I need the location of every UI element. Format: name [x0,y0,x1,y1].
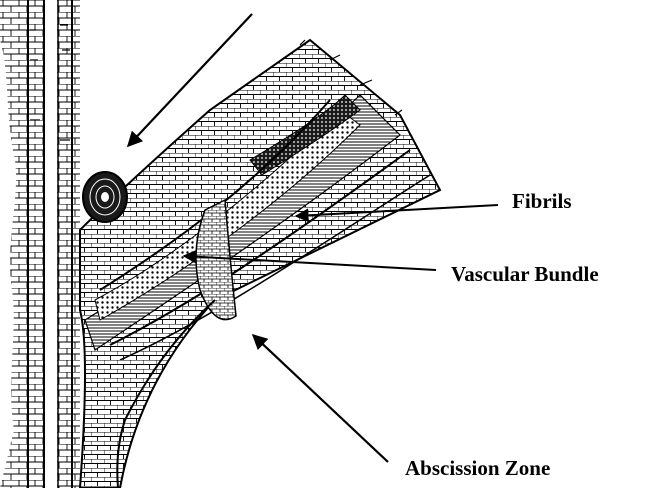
vascular-bundle-label: Vascular Bundle [451,262,599,286]
bud [82,171,128,223]
arrow-abscission-zone [251,333,389,463]
petiole [78,38,442,488]
arrow-vascular-bundle [182,249,437,271]
arrow-fibrils [294,204,499,223]
abscission-zone-label: Abscission Zone [405,456,551,480]
fibrils-label: Fibrils [512,189,572,213]
main-stem [0,0,80,488]
arrow-top [126,13,253,148]
